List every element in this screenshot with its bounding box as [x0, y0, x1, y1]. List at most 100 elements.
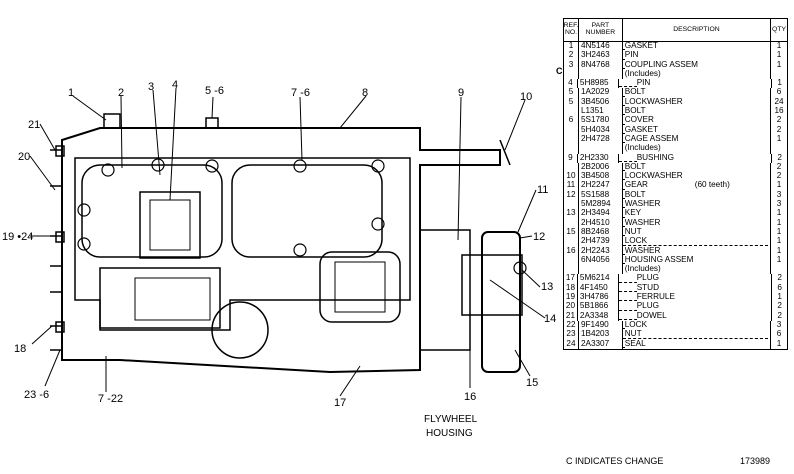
description-cell: (Includes)	[623, 144, 772, 154]
qty-cell: 1	[776, 227, 782, 236]
description-cell: BOLT	[622, 107, 772, 117]
ref-no-cell	[564, 200, 579, 210]
description-text: WASHER	[624, 200, 771, 209]
qty-cell: 2	[777, 274, 782, 283]
ref-no-cell: 5	[564, 88, 579, 98]
header-description: DESCRIPTION	[623, 19, 772, 41]
description-cell: BOLT	[622, 190, 772, 201]
description-text: COUPLING ASSEM	[624, 60, 771, 69]
part-number-cell: 5B1866	[578, 302, 619, 312]
part-number-cell	[579, 69, 623, 80]
qty-cell: 3	[776, 320, 782, 329]
description-text: PLUG	[636, 274, 772, 283]
description-cell: GEAR(60 teeth)	[622, 181, 772, 191]
description-cell: WASHER	[622, 218, 772, 228]
description-text: NUT	[624, 330, 771, 339]
part-number-cell: 1B4203	[579, 330, 623, 340]
cover-plate	[211, 301, 269, 359]
qty-cell: 1	[776, 339, 782, 348]
ref-no-cell: 21	[564, 311, 578, 321]
part-number-cell: 5H4034	[579, 125, 623, 135]
part-number-cell: 2H4728	[579, 134, 623, 145]
ref-no-cell: 20	[564, 302, 578, 312]
part-number-cell: 9F1490	[579, 320, 623, 331]
housing-inner-frame	[74, 157, 411, 331]
ref-no-cell	[564, 107, 579, 117]
qty-cell: 6	[777, 283, 782, 292]
qty-cell: 1	[777, 79, 782, 88]
table-row: (Includes)	[564, 265, 787, 275]
description-text: PLUG	[636, 302, 772, 311]
part-number-cell: 3B4508	[579, 172, 623, 182]
ref-no-cell: 18	[564, 283, 578, 294]
qty-cell: 3	[776, 200, 782, 209]
description-cell: KEY	[622, 209, 772, 219]
callout-10: 10	[520, 91, 532, 103]
callout-8: 8	[362, 87, 368, 99]
ref-no-cell	[564, 125, 579, 135]
drive-gear	[481, 231, 521, 373]
description-text: GASKET	[624, 125, 771, 134]
callout-18: 18	[14, 343, 26, 355]
part-number-cell: 4F1450	[578, 283, 619, 294]
callout-7-6: 7 -6	[291, 87, 310, 99]
qty-cell: 6	[776, 88, 782, 97]
description-text: PIN	[636, 79, 772, 88]
qty-cell: 1	[776, 181, 782, 190]
ref-no-cell: 6	[564, 116, 579, 126]
description-text: LOCK	[624, 237, 771, 246]
part-number-cell: 2H2243	[579, 246, 623, 256]
ref-no-cell	[564, 255, 579, 266]
ref-no-cell: 11	[564, 181, 579, 191]
description-text: STUD	[636, 283, 772, 292]
ref-no-cell: 16	[564, 246, 579, 256]
description-cell: LOCK	[622, 320, 772, 331]
qty-cell: 2	[776, 116, 782, 125]
description-text: PIN	[624, 51, 771, 60]
change-footnote: C INDICATES CHANGE	[566, 456, 664, 466]
ref-no-cell: 5	[564, 97, 579, 108]
caption-housing: HOUSING	[426, 428, 473, 439]
description-text: HOUSING ASSEM	[624, 255, 771, 265]
ref-no-cell: 15	[564, 227, 579, 238]
qty-cell: 1	[776, 51, 782, 60]
description-text: (Includes)	[624, 265, 771, 274]
ref-no-cell	[564, 218, 579, 228]
callout-11: 11	[537, 184, 548, 196]
description-text: BOLT	[624, 107, 771, 116]
qty-cell: 1	[776, 237, 782, 246]
qty-cell: 1	[776, 218, 782, 227]
part-number-cell: 2H2247	[579, 181, 623, 191]
ref-no-cell	[564, 162, 579, 173]
description-cell: WASHER	[622, 200, 772, 210]
description-cell: PIN	[622, 51, 772, 61]
description-cell: PLUG	[618, 302, 773, 312]
part-number-cell: 3B4506	[579, 97, 623, 108]
lower-gear	[99, 267, 221, 329]
description-text: LOCKWASHER	[624, 172, 771, 181]
description-text: BUSHING	[636, 153, 772, 162]
part-number-cell: 5M2894	[579, 200, 623, 210]
callout-23-6: 23 -6	[24, 389, 49, 401]
parts-list-header: REF. NO. PART NUMBER DESCRIPTION QTY	[564, 19, 787, 42]
description-cell: SEAL	[622, 339, 772, 349]
ref-no-cell: 12	[564, 190, 579, 201]
callout-20: 20	[18, 151, 30, 163]
qty-cell: 1	[776, 134, 782, 143]
